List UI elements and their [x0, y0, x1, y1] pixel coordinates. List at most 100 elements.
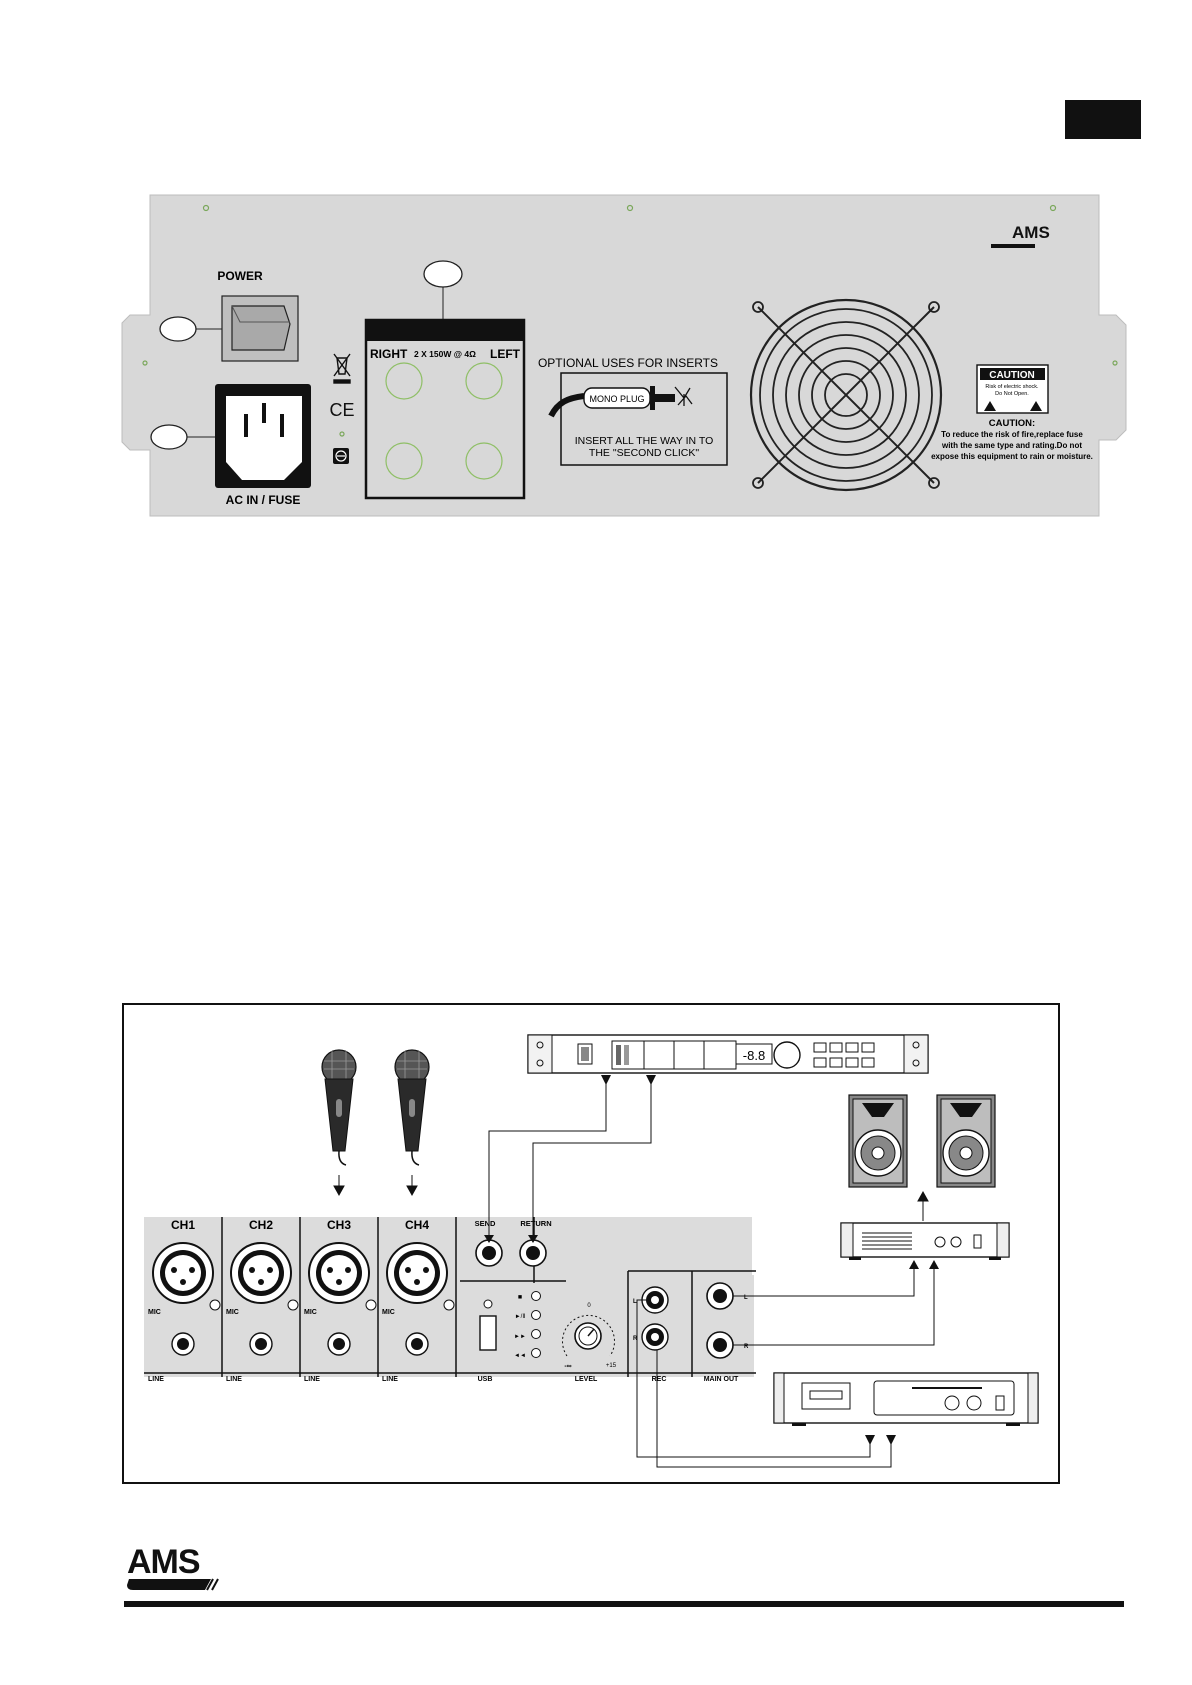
return-jack[interactable] [519, 1239, 547, 1267]
rec-label: REC [652, 1376, 667, 1383]
caution-badge-sub2: Do Not Open. [995, 391, 1029, 397]
transport-forward-button[interactable] [531, 1329, 541, 1339]
speaker-connector-left-top[interactable] [465, 362, 503, 400]
level-knob[interactable] [562, 1314, 615, 1357]
cable-arrowheads [484, 1075, 939, 1445]
callout-speaker-outputs [423, 260, 463, 288]
transport-play-button[interactable] [531, 1310, 541, 1320]
connection-setup-diagram: -8.8 [122, 1003, 1060, 1484]
channel-label: CH2 [249, 1218, 273, 1232]
mono-plug-label: MONO PLUG [589, 394, 644, 404]
panel-screws [142, 204, 1118, 437]
ac-inlet-socket[interactable] [215, 384, 311, 488]
speaker-connector-right-bottom[interactable] [385, 442, 423, 480]
rear-panel-body [121, 194, 1127, 517]
main-out-right-mark: R [744, 1344, 749, 1350]
speaker-output-block [364, 318, 526, 500]
transport-play-pause-icon: ►/Ⅱ [515, 1314, 526, 1320]
cooling-fan-grille [749, 298, 943, 492]
mono-plug-illustration [548, 386, 693, 418]
footer-brand-text: AMS [127, 1543, 200, 1581]
amp-to-speaker-arrow [917, 1190, 929, 1221]
speaker-right-label: RIGHT [370, 347, 408, 361]
channel-label: CH1 [171, 1218, 195, 1232]
level-label: LEVEL [575, 1376, 598, 1383]
rec-left-mark: L [633, 1299, 637, 1305]
mic-label: MIC [382, 1309, 395, 1316]
mic-label: MIC [148, 1309, 161, 1316]
insert-instruction-line1: INSERT ALL THE WAY IN TO [575, 435, 714, 447]
channel-label: CH4 [405, 1218, 429, 1232]
rear-brand-underline [991, 244, 1035, 248]
ce-mark: CE [329, 400, 354, 420]
line-label: LINE [148, 1376, 164, 1383]
effects-display-readout: -8.8 [743, 1048, 765, 1063]
insert-instruction-line2: THE "SECOND CLICK" [589, 447, 699, 459]
channel-strip-2: CH2 MIC LINE [226, 1218, 299, 1383]
caution-title: CAUTION: [989, 418, 1035, 429]
weee-bin-icon [333, 353, 351, 384]
caution-line-2: with the same type and rating.Do not [941, 441, 1082, 450]
microphone-2-icon [394, 1049, 430, 1166]
footer-brand-logo: AMS [127, 1543, 219, 1591]
caution-line-1: To reduce the risk of fire,replace fuse [941, 430, 1083, 439]
channel-strip-4: CH4 MIC LINE [382, 1218, 455, 1383]
usb-indicator-led [483, 1299, 493, 1309]
mic-signal-arrows [333, 1175, 418, 1197]
signal-cables [488, 1080, 935, 1468]
inserts-box [560, 372, 728, 466]
power-amplifier-unit [840, 1222, 1010, 1260]
transport-stop-button[interactable] [531, 1291, 541, 1301]
usb-port[interactable] [479, 1315, 497, 1351]
power-label: POWER [217, 269, 263, 283]
level-zero-mark: 0 [587, 1303, 591, 1309]
caution-line-3: expose this equipment to rain or moistur… [931, 452, 1093, 461]
rear-brand-logo: AMS [1012, 223, 1050, 242]
caution-badge-title: CAUTION [989, 370, 1035, 381]
send-jack[interactable] [475, 1239, 503, 1267]
recorder-unit [773, 1372, 1039, 1426]
mic-label: MIC [226, 1309, 239, 1316]
callout-ac-inlet [150, 424, 188, 450]
transport-rewind-icon: ◄◄ [514, 1353, 526, 1359]
power-switch[interactable] [221, 295, 299, 362]
footer-brand-swoosh [127, 1579, 211, 1590]
transport-stop-icon: ■ [518, 1294, 522, 1301]
rec-out-rca-right[interactable] [641, 1323, 669, 1351]
speaker-left-label: LEFT [490, 347, 521, 361]
loudspeaker-left-icon [848, 1094, 908, 1188]
footer-rule [124, 1601, 1124, 1607]
main-out-right-jack[interactable] [706, 1331, 734, 1359]
microphone-1-icon [321, 1049, 357, 1166]
level-max-mark: +15 [606, 1363, 617, 1369]
transport-forward-icon: ►► [514, 1334, 526, 1340]
speaker-connectors[interactable] [385, 362, 503, 480]
main-out-left-mark: L [744, 1295, 748, 1301]
transport-rewind-button[interactable] [531, 1348, 541, 1358]
main-out-left-jack[interactable] [706, 1282, 734, 1310]
line-label: LINE [226, 1376, 242, 1383]
speaker-connector-right-top[interactable] [385, 362, 423, 400]
line-label: LINE [382, 1376, 398, 1383]
caution-badge [976, 364, 1049, 414]
ac-in-fuse-label: AC IN / FUSE [226, 493, 301, 507]
section-tab-marker [1065, 100, 1141, 139]
ground-symbol-icon [333, 448, 349, 464]
speaker-connector-left-bottom[interactable] [465, 442, 503, 480]
mixer-section-dividers [144, 1217, 756, 1377]
callout-power [159, 316, 197, 342]
inserts-title: OPTIONAL USES FOR INSERTS [538, 356, 718, 370]
mic-label: MIC [304, 1309, 317, 1316]
rear-panel-diagram: AMS POWER AC IN / FUSE CE [121, 194, 1127, 517]
return-label: RETURN [520, 1219, 551, 1228]
main-out-label: MAIN OUT [704, 1376, 739, 1383]
channel-label: CH3 [327, 1218, 351, 1232]
usb-label: USB [478, 1376, 493, 1383]
rec-right-mark: R [633, 1336, 638, 1342]
caution-badge-sub1: Risk of electric shock. [985, 384, 1039, 390]
speaker-power-spec: 2 X 150W @ 4Ω [414, 349, 476, 359]
rec-out-rca-left[interactable] [641, 1286, 669, 1314]
level-min-mark: -∞ [564, 1363, 571, 1370]
channel-strip-3: CH3 MIC LINE [304, 1218, 377, 1383]
effects-processor-unit [527, 1034, 929, 1074]
